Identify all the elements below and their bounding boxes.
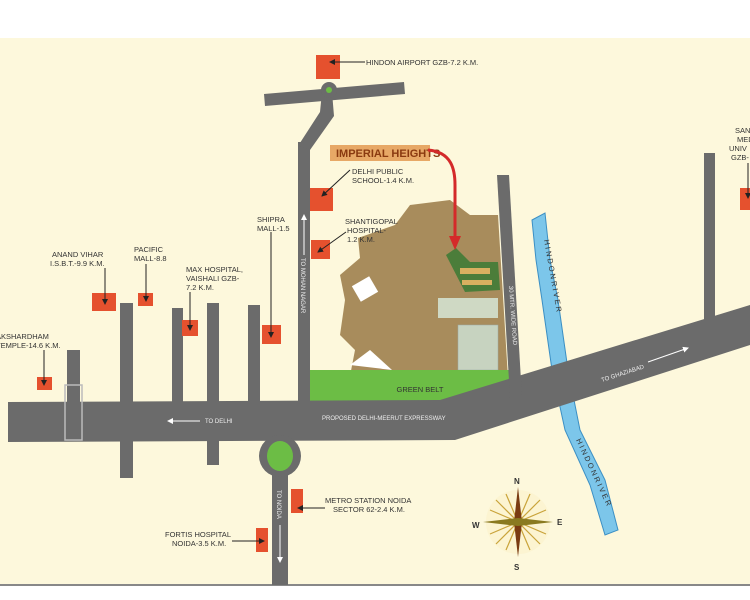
arrow-head xyxy=(449,236,461,250)
mohan-nagar-road-upper xyxy=(298,92,334,150)
landmark-label: SHANTIGOPAL xyxy=(345,217,398,226)
landmark-marker-university xyxy=(740,188,750,210)
landmark-label: 7.2 K.M. xyxy=(186,283,214,292)
landmark-label: HINDON AIRPORT GZB-7.2 K.M. xyxy=(366,58,478,67)
landmark-label: DELHI PUBLIC xyxy=(352,167,404,176)
landmark-label: FORTIS HOSPITAL xyxy=(165,530,231,539)
side-road xyxy=(248,305,260,403)
landmark-marker-anand-vihar xyxy=(92,293,116,311)
compass-rose: N S E W xyxy=(472,477,563,572)
compass-w: W xyxy=(472,521,480,530)
landmark-label: SAN xyxy=(735,126,750,135)
to-noida-label: TO NOIDA xyxy=(275,490,281,519)
landmark-label: ANAND VIHAR xyxy=(52,250,104,259)
compass-n: N xyxy=(514,477,520,486)
adjacent-block xyxy=(438,298,498,318)
side-road xyxy=(172,308,183,403)
landmark-label: SCHOOL-1.4 K.M. xyxy=(352,176,414,185)
landmark-label: AKSHARDHAM xyxy=(0,332,49,341)
wide-road-label: 30 MTR. WIDE ROAD xyxy=(507,286,517,346)
landmark-label: PACIFIC xyxy=(134,245,164,254)
mohan-nagar-road xyxy=(298,142,310,404)
landmark-marker-airport xyxy=(316,55,340,79)
side-road xyxy=(120,303,133,478)
imperial-heights-arrow xyxy=(427,148,457,238)
roundabout-center xyxy=(326,87,332,93)
landmark-label: SECTOR 62-2.4 K.M. xyxy=(333,505,405,514)
open-plot xyxy=(351,276,379,302)
landmark-marker-fortis xyxy=(256,528,268,552)
landmark-label: MALL-8.8 xyxy=(134,254,167,263)
landmark-label: SHIPRA xyxy=(257,215,285,224)
adjacent-block xyxy=(457,324,499,371)
landmark-marker-metro xyxy=(291,489,303,513)
green-belt-label: GREEN BELT xyxy=(397,385,444,394)
compass-s: S xyxy=(514,563,520,572)
wide-road xyxy=(497,175,522,398)
roads xyxy=(8,82,750,585)
expressway-road xyxy=(8,305,750,442)
bridge xyxy=(64,384,83,441)
expressway-label: PROPOSED DELHI-MEERUT EXPRESSWAY xyxy=(322,416,446,422)
right-road xyxy=(704,153,715,333)
compass-e: E xyxy=(557,518,563,527)
landmark-markers: HINDON AIRPORT GZB-7.2 K.M. DELHI PUBLIC… xyxy=(0,55,750,552)
to-ghaziabad-arrow xyxy=(647,346,689,363)
imperial-heights-label: IMPERIAL HEIGHTS xyxy=(336,148,440,160)
landmark-label: HOSPITAL- xyxy=(347,226,387,235)
to-mohan-nagar-label: TO MOHAN NAGAR xyxy=(299,258,305,314)
side-road xyxy=(67,350,80,440)
landmark-label: METRO STATION NOIDA xyxy=(325,496,411,505)
landmark-label: 1.2 K.M. xyxy=(347,235,375,244)
landmark-label: NOIDA-3.5 K.M. xyxy=(172,539,226,548)
landmark-label: UNIV xyxy=(729,144,747,153)
landmark-label: GZB- xyxy=(731,153,749,162)
landmark-label: TEMPLE-14.6 K.M. xyxy=(0,341,61,350)
to-delhi-label: TO DELHI xyxy=(205,419,233,425)
landmark-label: MED xyxy=(737,135,750,144)
imperial-heights-badge xyxy=(330,145,430,161)
landmark-label: MAX HOSPITAL, xyxy=(186,265,243,274)
hindon-river xyxy=(531,212,619,536)
roundabout-center xyxy=(267,441,293,471)
open-plot xyxy=(350,350,392,370)
landmark-marker-hospital xyxy=(311,240,330,259)
landmark-label: I.S.B.T.-9.9 K.M. xyxy=(50,259,105,268)
landmark-label: VAISHALI GZB- xyxy=(186,274,240,283)
tower xyxy=(460,268,490,274)
landmark-marker-school xyxy=(310,188,333,211)
side-road xyxy=(207,303,219,465)
landmark-label: MALL-1.5 xyxy=(257,224,290,233)
tower xyxy=(462,280,492,285)
